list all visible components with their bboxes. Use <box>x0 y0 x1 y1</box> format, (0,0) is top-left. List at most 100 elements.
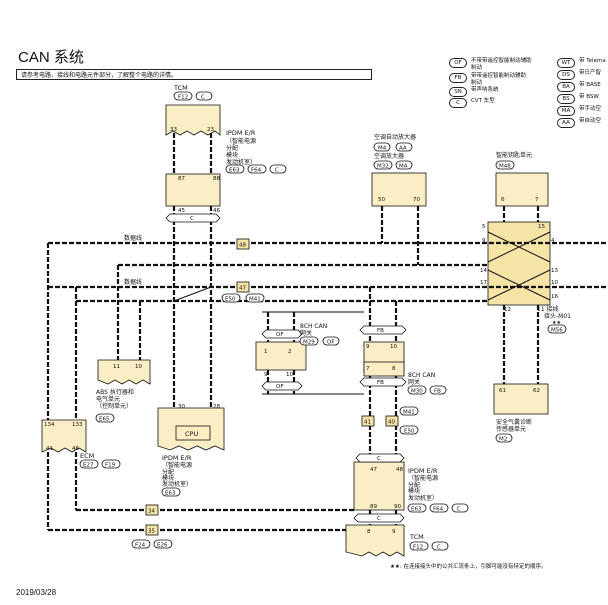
hex-c-top <box>165 213 221 223</box>
label-f19: F19 <box>105 463 116 469</box>
label-ipdm-bot-d1: （智能电源 <box>408 474 438 482</box>
pill-e65 <box>95 413 115 423</box>
label-f12-top: F12 <box>178 95 188 101</box>
label-ipdm-top-d1: （智能电源 <box>226 137 256 145</box>
label-c-top: C <box>201 95 205 101</box>
legend-text: 带 BSW <box>579 94 599 100</box>
label-e27: E27 <box>83 463 94 469</box>
thin-wire-group <box>173 231 551 395</box>
pin: 2 <box>288 349 292 355</box>
pin: 50 <box>378 197 385 203</box>
pill-group <box>79 91 567 551</box>
splice-34 <box>145 504 159 516</box>
pill-e50-bot <box>399 425 419 435</box>
label-cpu: CPU <box>185 430 198 438</box>
pin: 9 <box>366 344 370 350</box>
legend-item-ds: DS 带日产智 <box>557 70 601 80</box>
pin-number-group: 33 23 87 88 45 46 50 70 6 7 5 15 9 4 14 … <box>44 127 558 535</box>
hex-fb-2 <box>359 377 407 387</box>
pill-e63-top <box>225 164 245 174</box>
pill-f19 <box>101 459 121 469</box>
label-m30: M30 <box>411 389 423 395</box>
legend-item-wt: WT 带 Telema <box>557 58 606 68</box>
legend-code: C <box>449 98 467 108</box>
wire-ipdm-splice <box>173 286 212 302</box>
pin: 16 <box>551 294 558 300</box>
pin: 34 <box>148 509 155 515</box>
legend-text: 带带遥控智能制动辅助 制动 <box>471 73 527 86</box>
label-e63-mid: E63 <box>165 491 176 497</box>
pin: 40 <box>388 420 395 426</box>
pill-m41-bot <box>399 406 419 416</box>
label-c-ipdm-bot: C <box>457 507 461 513</box>
can-gateway-2-lower <box>363 361 405 377</box>
legend-item-bs: BS 带 BSW <box>557 94 599 104</box>
legend-text: CVT 车型 <box>471 98 495 104</box>
hex-c-bot <box>353 513 405 523</box>
label-m4: M4 <box>378 146 387 152</box>
date-label: 2019/03/28 <box>16 588 57 597</box>
pill-f12-bot <box>409 541 429 551</box>
pin: 9 <box>264 372 268 378</box>
pin: 62 <box>533 388 540 394</box>
legend-item-sn: SN 带声呐系统 <box>449 87 499 97</box>
label-e50-bot: E50 <box>404 429 415 435</box>
label-ipdm-bot-d4: 发动机室） <box>408 494 438 502</box>
ipdm-bot-module <box>353 461 405 511</box>
pill-of-m29 <box>322 336 340 346</box>
pin: 12 <box>504 307 511 313</box>
pin: 6 <box>501 197 505 203</box>
label-tcm-top: TCM <box>173 84 188 92</box>
pill-m48 <box>495 160 515 170</box>
label-smart-key: 智能钥匙单元 <box>496 151 532 159</box>
pin: 7 <box>535 197 539 203</box>
label-hex-of-2: OF <box>276 384 284 390</box>
pin: 8 <box>367 529 371 535</box>
label-ipdm-mid-d2: 分配 <box>162 468 174 476</box>
legend-text: 带声呐系统 <box>471 87 499 93</box>
pill-m4 <box>373 142 391 152</box>
splice-46 <box>236 238 250 250</box>
label-f24: F24 <box>135 543 146 549</box>
splice-35 <box>145 524 159 536</box>
pin: 10 <box>286 372 293 378</box>
pin: 48 <box>239 243 246 249</box>
label-c-tcm-bot: C <box>437 545 441 551</box>
pill-c-ipdm-top <box>269 164 287 174</box>
label-ipdm-top: IPDM E/R <box>226 129 256 137</box>
label-m56: M56 <box>551 328 563 334</box>
label-hvac1: 空调自动放大器 <box>374 133 416 141</box>
pin: 7 <box>366 366 370 372</box>
legend-text: 带 Telema <box>579 58 606 64</box>
label-data-line-1: 数据线 <box>124 234 142 242</box>
joint-cross-4 <box>487 269 551 301</box>
label-airbag2: 传感器单元 <box>496 425 526 433</box>
label-e63-bot: E63 <box>411 507 422 513</box>
label-f64-bot: F64 <box>433 507 444 513</box>
label-e26: E26 <box>157 543 168 549</box>
pin: 10 <box>135 364 142 370</box>
legend-item-fb: FB 带带遥控智能制动辅助 制动 <box>449 73 526 87</box>
label-m48: M48 <box>499 164 511 170</box>
legend-item-aa: AA 带自动空 <box>557 118 601 128</box>
airbag-module <box>493 383 549 415</box>
pin: 10 <box>551 280 558 286</box>
splice-40 <box>385 415 399 427</box>
pin: 46 <box>213 208 220 214</box>
label-abs2: 电气单元 <box>96 395 120 403</box>
label-hex-c-bot: C <box>377 516 381 522</box>
label-abs3: （控制单元） <box>96 402 132 410</box>
joint-cross-2 <box>487 231 551 263</box>
legend-code: AA <box>557 118 575 128</box>
label-m32: M32 <box>377 164 389 170</box>
tcm-bot-module <box>345 524 405 557</box>
label-ipdm-bot: IPDM E/R <box>408 467 438 475</box>
pin: 47 <box>370 467 377 473</box>
label-hex-fb-2: FB <box>377 380 384 386</box>
label-airbag1: 安全气囊诊断 <box>496 418 532 426</box>
pin: 134 <box>44 422 55 428</box>
hex-fb-1 <box>359 325 407 335</box>
label-ipdm-mid-d4: 发动机室） <box>162 480 192 488</box>
legend-item-ba: BA 带 BASE <box>557 82 601 92</box>
pin: 87 <box>178 176 185 182</box>
